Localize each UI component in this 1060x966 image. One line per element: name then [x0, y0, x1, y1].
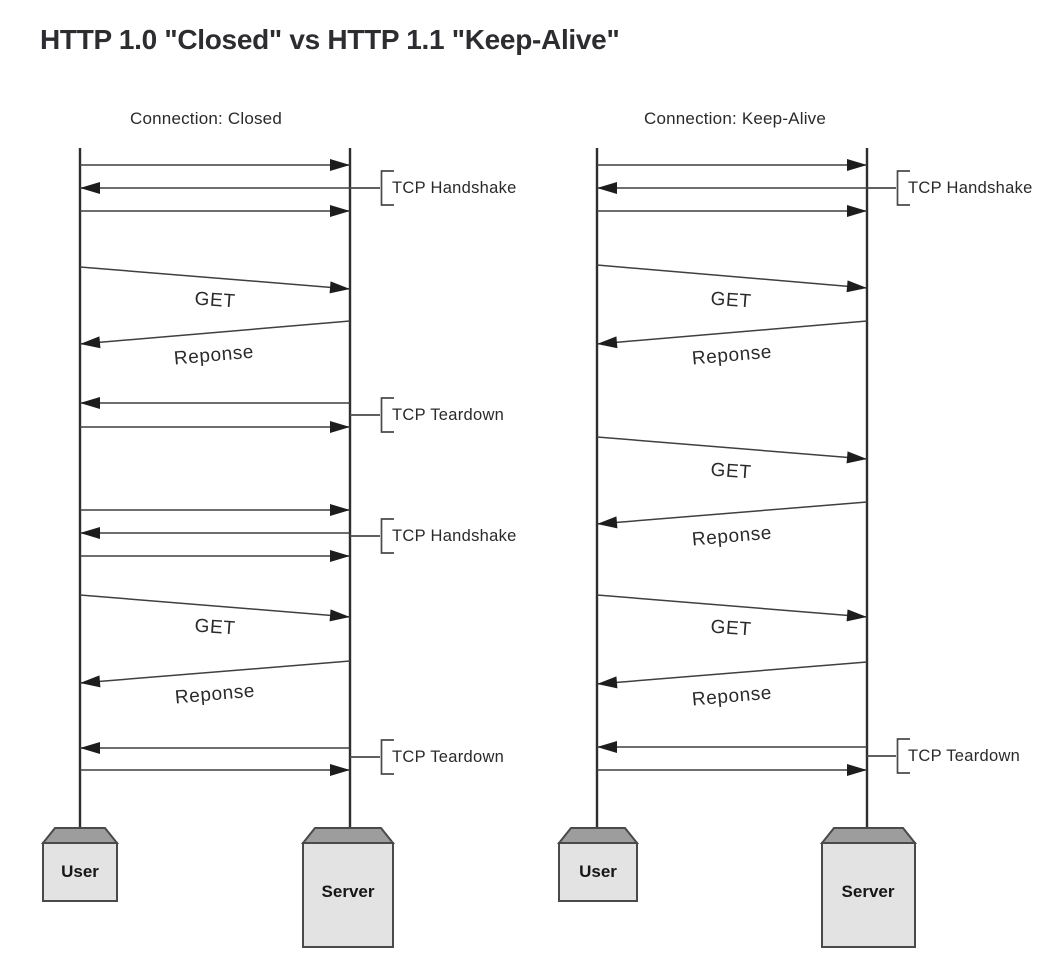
get-arrow — [596, 264, 868, 293]
response-label: Reponse — [173, 342, 255, 370]
get-label: GET — [710, 460, 752, 484]
get-request-2-closed: GET — [79, 594, 351, 640]
get-request-3-keepalive: GET — [596, 594, 868, 641]
user-box-label: User — [61, 862, 99, 881]
server-box-label: Server — [322, 882, 375, 901]
server-box-keepalive: Server — [819, 827, 918, 948]
box-top-face — [556, 827, 640, 844]
get-request-2-keepalive: GET — [596, 436, 868, 484]
response-label: Reponse — [691, 523, 773, 551]
box-front-face — [302, 842, 394, 948]
user-box-keepalive: User — [556, 827, 640, 902]
tcp-teardown-2-arrows — [80, 742, 350, 776]
server-box-closed: Server — [300, 827, 396, 948]
bracket-tcp-handshake-2: TCP Handshake — [350, 518, 517, 554]
response-arrow — [596, 501, 868, 529]
bracket-label: TCP Handshake — [908, 179, 1033, 197]
response-label: Reponse — [691, 342, 773, 370]
diagram-connection-closed: Connection: Closed TCP Handshake GET Rep… — [40, 109, 517, 948]
bracket-shape — [350, 739, 394, 775]
box-top-face — [819, 827, 918, 844]
box-front-face — [821, 842, 916, 948]
get-request-1-keepalive: GET — [596, 264, 868, 313]
bracket-tcp-teardown-1: TCP Teardown — [350, 397, 504, 433]
bracket-tcp-teardown-2: TCP Teardown — [350, 739, 504, 775]
server-box-label: Server — [842, 882, 895, 901]
get-label: GET — [194, 289, 236, 313]
get-arrow — [79, 594, 351, 622]
response-2-keepalive: Reponse — [596, 501, 868, 551]
bracket-shape — [867, 738, 910, 774]
get-arrow — [596, 594, 868, 622]
get-label: GET — [194, 616, 236, 640]
diagram-header-closed: Connection: Closed — [130, 109, 282, 128]
get-arrow — [596, 436, 868, 464]
tcp-handshake-1-arrows — [80, 159, 350, 217]
tcp-teardown-1-arrows — [80, 397, 350, 433]
box-front-face — [42, 842, 118, 902]
response-3-keepalive: Reponse — [596, 661, 868, 711]
box-top-face — [40, 827, 120, 844]
tcp-handshake-2-arrows — [80, 504, 350, 562]
diagram-header-keepalive: Connection: Keep-Alive — [644, 109, 826, 128]
bracket-label: TCP Handshake — [392, 527, 517, 545]
response-arrow — [596, 320, 868, 349]
bracket-tcp-teardown: TCP Teardown — [867, 738, 1020, 774]
bracket-label: TCP Handshake — [392, 179, 517, 197]
bracket-label: TCP Teardown — [392, 406, 504, 424]
get-arrow — [79, 266, 351, 294]
bracket-shape — [350, 397, 394, 433]
response-2-closed: Reponse — [79, 660, 351, 709]
user-box-label: User — [579, 862, 617, 881]
bracket-label: TCP Teardown — [908, 747, 1020, 765]
response-arrow — [596, 661, 868, 689]
response-label: Reponse — [174, 681, 256, 709]
tcp-teardown-arrows — [597, 741, 867, 776]
box-front-face — [558, 842, 638, 902]
response-label: Reponse — [691, 683, 773, 711]
bracket-shape — [350, 518, 394, 554]
tcp-handshake-arrows — [597, 159, 867, 217]
user-box-closed: User — [40, 827, 120, 902]
bracket-tcp-handshake: TCP Handshake — [867, 170, 1033, 206]
response-1-closed: Reponse — [79, 320, 351, 370]
box-top-face — [300, 827, 396, 844]
response-1-keepalive: Reponse — [596, 320, 868, 370]
bracket-label: TCP Teardown — [392, 748, 504, 766]
bracket-shape — [350, 170, 394, 206]
get-label: GET — [710, 617, 752, 641]
get-request-1-closed: GET — [79, 266, 351, 313]
figure-title: HTTP 1.0 "Closed" vs HTTP 1.1 "Keep-Aliv… — [40, 24, 620, 55]
bracket-shape — [867, 170, 910, 206]
bracket-tcp-handshake-1: TCP Handshake — [350, 170, 517, 206]
response-arrow — [79, 320, 351, 349]
get-label: GET — [710, 289, 752, 313]
diagram-connection-keepalive: Connection: Keep-Alive TCP Handshake GET… — [556, 109, 1033, 948]
response-arrow — [79, 660, 351, 688]
